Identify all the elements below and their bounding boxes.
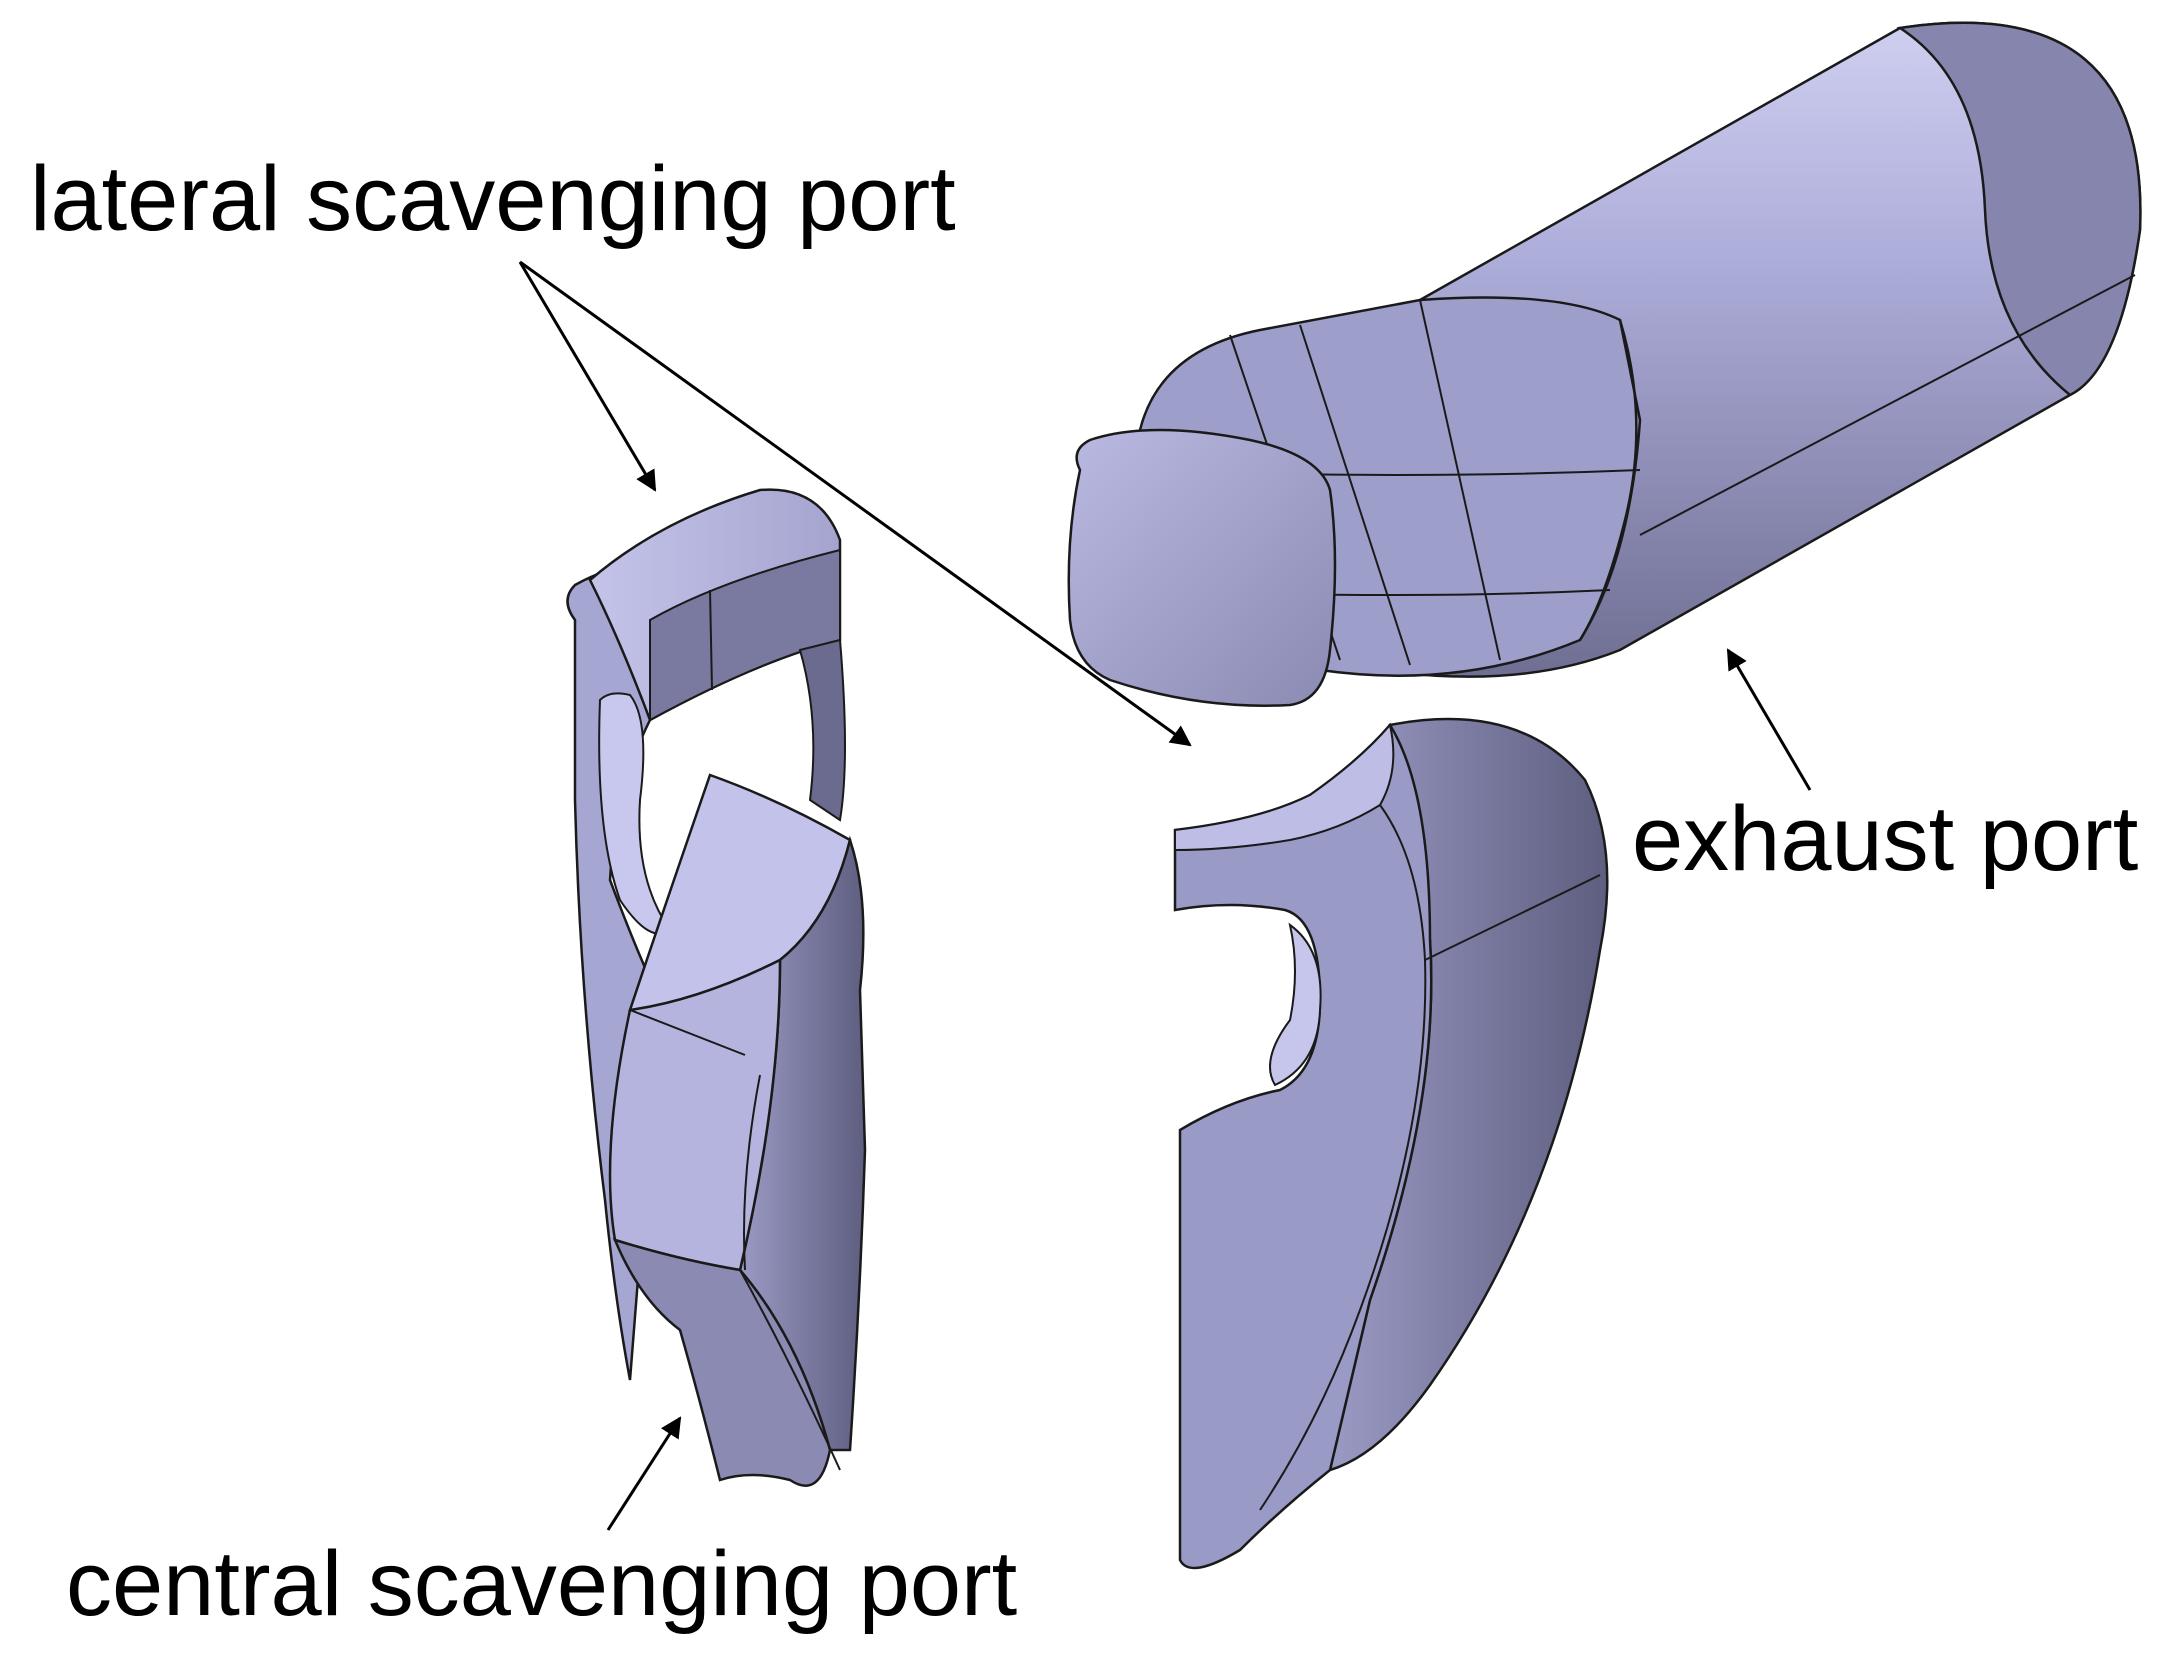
label-central-scavenging-port: central scavenging port (66, 1533, 1017, 1635)
central-scavenging-port-part (608, 773, 867, 1487)
exhaust-label-text: exhaust port (1632, 788, 2138, 890)
exhaust-port-part (1067, 21, 2142, 707)
lateral-arrow-right (519, 260, 1192, 747)
label-exhaust-port: exhaust port (1632, 788, 2138, 890)
exhaust-arrow (1726, 648, 1812, 791)
label-lateral-scavenging-port: lateral scavenging port (30, 148, 956, 250)
lateral-label-text: lateral scavenging port (30, 148, 956, 250)
lateral-arrow-left (518, 261, 657, 492)
central-label-text: central scavenging port (66, 1533, 1017, 1635)
central-arrow (606, 1416, 682, 1531)
lateral-scavenging-port-right-part (1173, 717, 1609, 1570)
